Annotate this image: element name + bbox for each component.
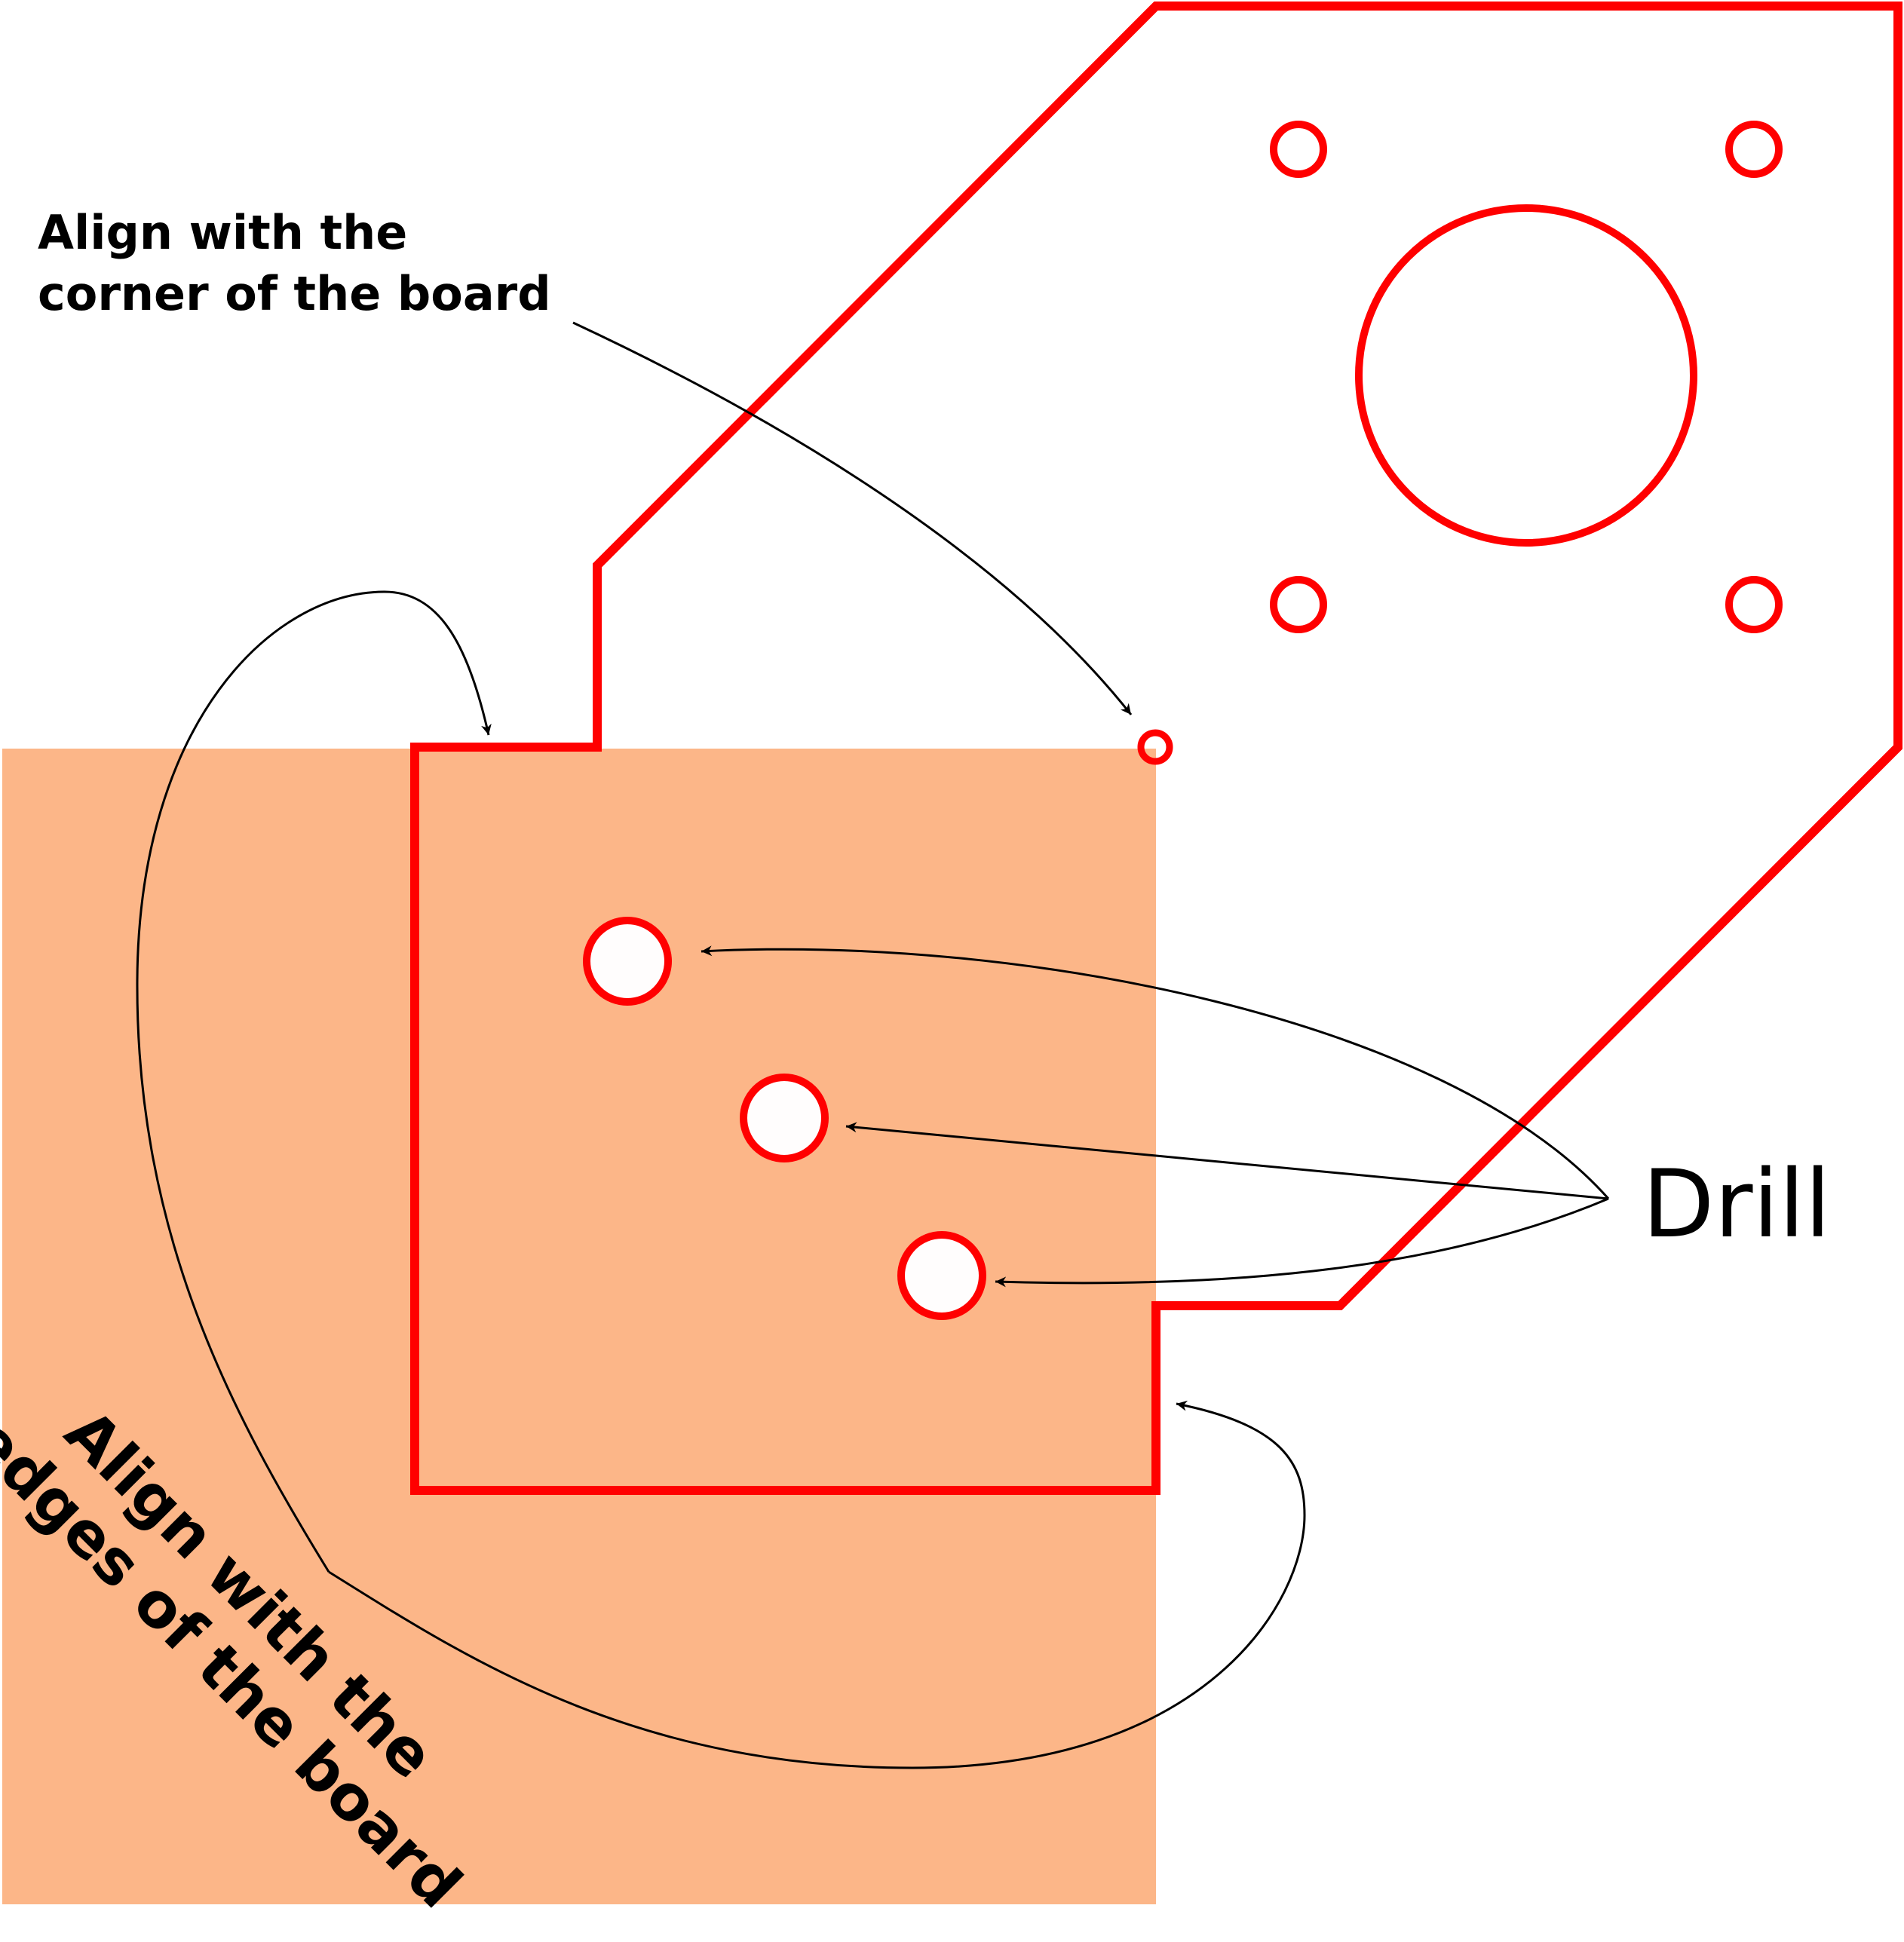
corner-label-line1: Align with the [38, 205, 407, 260]
drill-hole [583, 917, 672, 1006]
mounting-hole [1270, 576, 1327, 633]
corner-arrow [572, 321, 1133, 715]
drill-label: Drill [1642, 1150, 1831, 1259]
drill-arrow-1 [701, 945, 1610, 1199]
edge-arrow-right [328, 1400, 1306, 1769]
corner-alignment-hole [1137, 729, 1173, 765]
cut-outline [410, 2, 1902, 1495]
mounting-hole [1725, 576, 1783, 633]
drill-hole [897, 1231, 986, 1320]
motor-shaft-hole [1355, 204, 1697, 547]
mounting-hole [1725, 121, 1783, 178]
drill-arrow-3 [995, 1197, 1609, 1288]
corner-label-line2: corner of the board [38, 266, 551, 321]
mounting-hole [1270, 121, 1327, 178]
drill-hole [740, 1074, 829, 1162]
circuit-board [2, 749, 1156, 1904]
edge-arrow-top [136, 590, 492, 1573]
drill-arrow-2 [845, 1122, 1609, 1200]
